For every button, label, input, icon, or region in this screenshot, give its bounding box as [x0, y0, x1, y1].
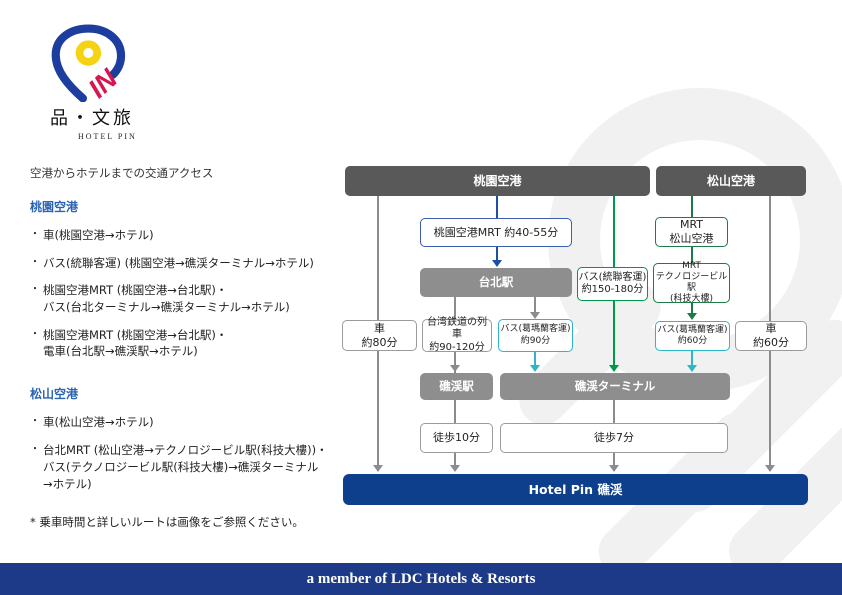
node-jiaoxi-terminal: 礁渓ターミナル	[500, 373, 730, 400]
node-taoyuan-airport: 桃園空港	[345, 166, 650, 196]
footer-text: a member of LDC Hotels & Resorts	[306, 570, 536, 587]
node-bus-kamalan-90: バス(葛瑪蘭客運) 約90分	[498, 319, 573, 352]
section-heading-songshan: 松山空港	[30, 387, 79, 402]
route-item: 桃園空港MRT (桃園空港→台北駅)・ 電車(台北駅→礁渓駅→ホテル)	[30, 327, 360, 360]
songshan-route-list: 車(松山空港→ホテル) 台北MRT (松山空港→テクノロジービル駅(科技大樓))…	[30, 414, 360, 492]
section-heading-taoyuan: 桃園空港	[30, 199, 79, 214]
route-item: 車(桃園空港→ホテル)	[30, 227, 360, 244]
node-car-80: 車 約80分	[342, 320, 417, 351]
route-item: 車(松山空港→ホテル)	[30, 414, 360, 431]
line-bus90-teal	[534, 352, 536, 366]
taoyuan-route-list: 車(桃園空港→ホテル) バス(統聯客運) (桃園空港→礁渓ターミナル→ホテル) …	[30, 227, 360, 360]
brand-subtitle: HOTEL PIN	[78, 132, 137, 141]
down-arrow	[530, 312, 540, 319]
line-mrt-songshan	[691, 196, 693, 314]
route-item: バス(統聯客運) (桃園空港→礁渓ターミナル→ホテル)	[30, 255, 360, 272]
pin-logo-icon: IN	[51, 24, 126, 102]
footer-bar: a member of LDC Hotels & Resorts	[0, 563, 842, 595]
down-arrow	[765, 465, 775, 472]
down-arrow	[450, 465, 460, 472]
node-mrt-taoyuan: 桃園空港MRT 約40-55分	[420, 218, 572, 247]
node-walk-10: 徒歩10分	[420, 423, 493, 453]
down-arrow	[373, 465, 383, 472]
down-arrow	[492, 260, 502, 267]
route-item: 桃園空港MRT (桃園空港→台北駅)・ バス(台北ターミナル→礁渓ターミナル→ホ…	[30, 282, 360, 315]
node-walk-7: 徒歩7分	[500, 423, 728, 453]
node-mrt-songshan: MRT 松山空港	[655, 217, 728, 247]
down-arrow	[609, 365, 619, 372]
hotel-pin-logo: IN 品・文旅 HOTEL PIN	[40, 24, 170, 141]
node-hotel-pin: Hotel Pin 礁渓	[343, 474, 808, 505]
node-car-60: 車 約60分	[735, 321, 807, 351]
down-arrow	[687, 365, 697, 372]
route-item: 台北MRT (松山空港→テクノロジービル駅(科技大樓))・ バス(テクノロジービ…	[30, 442, 360, 492]
node-train-tra: 台湾鉄道の列車 約90-120分	[422, 317, 492, 353]
down-arrow	[530, 365, 540, 372]
node-bus-ubus: バス(統聯客運) 約150-180分	[577, 267, 648, 301]
intro-text: 空港からホテルまでの交通アクセス	[30, 166, 214, 180]
footnote: * 乗車時間と詳しいルートは画像をご参照ください。	[30, 515, 304, 530]
access-info: 空港からホテルまでの交通アクセス 桃園空港 車(桃園空港→ホテル) バス(統聯客…	[30, 165, 360, 542]
down-arrow	[450, 365, 460, 372]
brand-name: 品・文旅	[50, 108, 134, 128]
node-songshan-airport: 松山空港	[656, 166, 806, 196]
line-bus60-teal	[691, 350, 693, 366]
node-bus-kamalan-60: バス(葛瑪蘭客運) 約60分	[655, 321, 730, 351]
line-to-bus90	[534, 297, 536, 313]
node-mrt-tech-building: MRT テクノロジービル駅 (科技大樓)	[653, 261, 730, 304]
node-taipei-station: 台北駅	[420, 268, 572, 297]
down-arrow	[609, 465, 619, 472]
down-arrow	[687, 313, 697, 320]
node-jiaoxi-station: 礁渓駅	[420, 373, 493, 400]
